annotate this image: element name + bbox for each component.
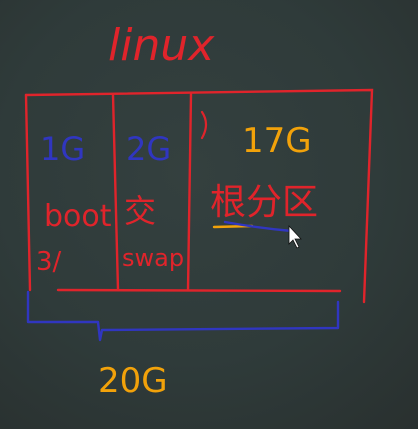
disk-outline — [24, 88, 374, 304]
divider-swap-root — [186, 92, 193, 292]
total-bracket — [26, 290, 340, 342]
divider-boot-swap — [111, 93, 120, 292]
disk-bottom-line — [56, 288, 342, 293]
mouse-cursor-icon — [288, 224, 302, 249]
partition-1-note: 3/ — [36, 247, 62, 277]
root-underline-blue — [223, 220, 294, 233]
total-size: 20G — [98, 361, 168, 401]
partition-1-size: 1G — [40, 130, 85, 168]
partition-2-size: 2G — [126, 130, 171, 168]
title-text: linux — [108, 20, 215, 71]
partition-1-name: boot — [44, 199, 112, 234]
bracket-mark — [200, 110, 208, 140]
partition-3-size: 17G — [242, 121, 312, 161]
partition-3-name: 根分区 — [210, 182, 318, 223]
disk-outline-left — [24, 93, 32, 292]
partition-2-note: swap — [122, 244, 184, 272]
partition-2-name: 交 — [124, 192, 156, 230]
